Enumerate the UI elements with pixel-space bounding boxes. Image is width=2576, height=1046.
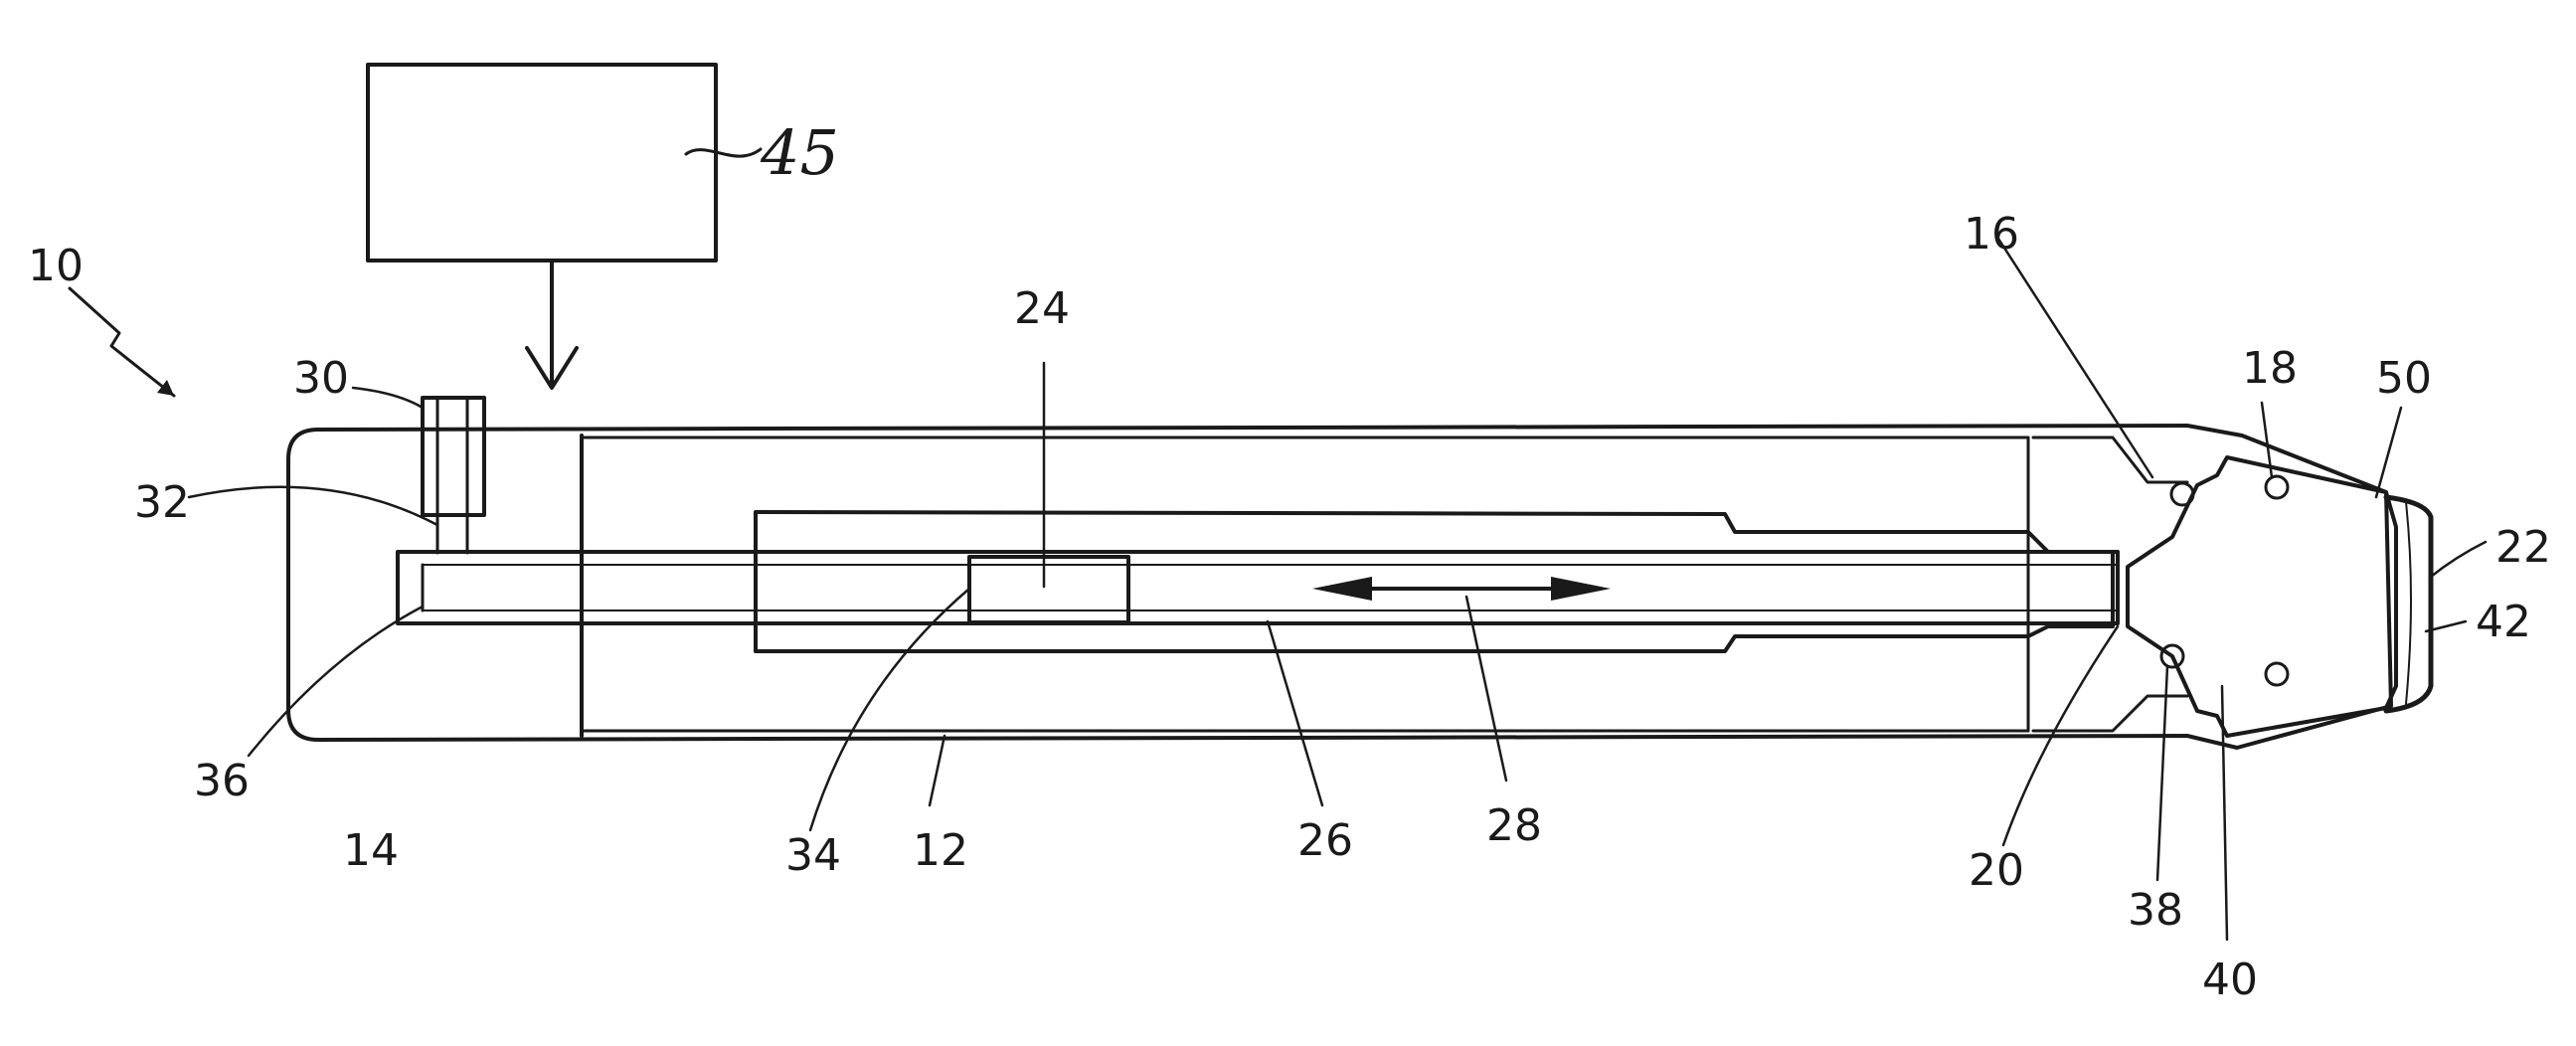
- motion-double-arrow: [1312, 577, 1611, 601]
- label-piston-face: 34: [785, 830, 841, 881]
- label-shoulder: 20: [1969, 845, 2024, 896]
- label-tip: 50: [2376, 353, 2432, 404]
- label-nose: 16: [1964, 209, 2019, 260]
- signal-arrow: [527, 261, 577, 388]
- nose-plug: [2028, 437, 2396, 736]
- label-housing: 12: [913, 825, 968, 876]
- label-assembly: 10: [28, 241, 84, 291]
- central-bore: [398, 552, 2118, 623]
- label-membrane: 22: [2495, 522, 2551, 573]
- o-rings: [2161, 476, 2288, 685]
- label-cover: 42: [2476, 597, 2531, 647]
- label-o-ring-inner: 38: [2128, 885, 2183, 936]
- end-membrane: [2386, 497, 2431, 711]
- assembly-reference-arrow: [70, 288, 174, 396]
- label-motion: 28: [1486, 800, 1542, 851]
- control-unit-block: [368, 65, 761, 261]
- label-end-plug: 14: [343, 825, 399, 876]
- label-plug: 18: [2242, 343, 2298, 394]
- label-control-unit: 45: [760, 116, 839, 189]
- reference-labels: 45 10 30 32 36 14 24 34 12 26 28 16 18 5…: [28, 116, 2551, 1005]
- label-bore-end: 36: [194, 756, 250, 806]
- label-bore: 26: [1297, 815, 1353, 866]
- label-o-ring-outer: 40: [2202, 955, 2258, 1005]
- piston: [969, 557, 1128, 622]
- label-channel: 32: [134, 477, 190, 528]
- label-port: 30: [293, 353, 349, 404]
- port-fitting: [423, 398, 484, 553]
- label-piston: 24: [1014, 283, 1070, 334]
